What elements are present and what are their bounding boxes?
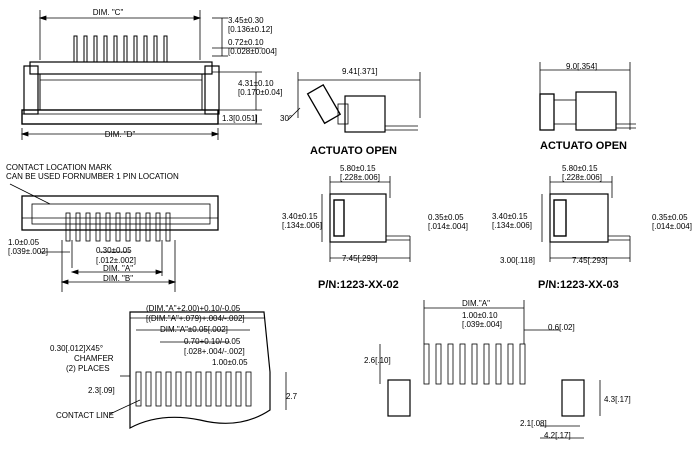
dim-13-label: 1.3[0.051]	[222, 114, 258, 123]
pn03-dim-340-inch: [.134±.006]	[492, 221, 532, 230]
dim-030-inch-label: [.012±.002]	[96, 256, 136, 265]
pn-03-side-view	[541, 176, 631, 262]
pn-02-side-view	[321, 176, 411, 262]
chamfer-note-3: (2) PLACES	[66, 364, 110, 373]
actuator-03-open-view	[539, 62, 636, 131]
dim-10-label: 1.0±0.05	[8, 238, 40, 247]
dim-072-inch-label: [0.028±0.004]	[228, 47, 277, 56]
dim-072-label: 0.72±0.10	[228, 38, 264, 47]
pcb-layout	[379, 300, 601, 439]
fpc-dim-3: DIM."A"±0.05[.002]	[160, 325, 228, 334]
dim-b-label: DIM. "B"	[102, 274, 134, 283]
contact-line-label: CONTACT LINE	[56, 411, 114, 420]
pn02-dim-035-inch: [.014±.004]	[428, 222, 468, 231]
pn02-dim-035: 0.35±0.05	[428, 213, 464, 222]
pcb-dim-42: 4.2[.17]	[544, 431, 571, 440]
pcb-dim-100: 1.00±0.10	[462, 311, 498, 320]
dim-10-inch-label: [.039±.002]	[8, 247, 48, 256]
pn02-dim-580: 5.80±0.15	[340, 164, 376, 173]
pcb-dim-43: 4.3[.17]	[604, 395, 631, 404]
dim-431-inch-label: [0.170±0.04]	[238, 88, 283, 97]
pn03-dim-580-inch: [.228±.006]	[562, 173, 602, 182]
actuator-03-caption: ACTUATO OPEN	[540, 140, 627, 152]
fpc-dim-6: 1.00±0.05	[212, 358, 248, 367]
dim-030-label: 0.30±0.05	[96, 246, 132, 255]
pn03-dim-300: 3.00[.118]	[500, 256, 535, 265]
pn02-dim-580-inch: [.228±.006]	[340, 173, 380, 182]
pcb-dim-06: 0.6[.02]	[548, 323, 575, 332]
pn02-dim-340-inch: [.134±.006]	[282, 221, 322, 230]
fpc-dim-5: [.028+.004/-.002]	[184, 347, 245, 356]
dim-941-label: 9.41[.371]	[342, 67, 378, 76]
pn03-dim-580: 5.80±0.15	[562, 164, 598, 173]
actuator-02-caption: ACTUATO OPEN	[310, 145, 397, 157]
fpc-footprint	[109, 311, 287, 429]
contact-mark-note-2: CAN BE USED FORNUMBER 1 PIN LOCATION	[6, 172, 179, 181]
pcb-dim-100-inch: [.039±.004]	[462, 320, 502, 329]
chamfer-note-2: CHAMFER	[74, 354, 114, 363]
dim-a-label: DIM. "A"	[102, 264, 134, 273]
pn-02-caption: P/N:1223-XX-02	[318, 279, 399, 291]
fpc-dim-23: 2.3[.09]	[88, 386, 115, 395]
pn03-dim-035-inch: [.014±.004]	[652, 222, 692, 231]
fpc-dim-1: (DIM."A"+2.00)+0.10/-0.05	[146, 304, 241, 313]
pn02-dim-340: 3.40±0.15	[282, 212, 318, 221]
chamfer-note-1: 0.30[.012]X45°	[50, 344, 104, 353]
pcb-dim-21: 2.1[.08]	[520, 419, 547, 428]
pcb-dim-a: DIM."A"	[462, 299, 490, 308]
pn-03-caption: P/N:1223-XX-03	[538, 279, 619, 291]
dim-345-label: 3.45±0.30	[228, 16, 264, 25]
dim-431-label: 4.31±0.10	[238, 79, 274, 88]
fpc-dim-27: 2.7	[286, 392, 298, 401]
pn03-dim-340: 3.40±0.15	[492, 212, 528, 221]
angle-30-label: 30°	[280, 114, 293, 123]
pn02-dim-745: 7.45[.293]	[342, 254, 378, 263]
contact-mark-note-1: CONTACT LOCATION MARK	[6, 163, 112, 172]
pn03-dim-745: 7.45[.293]	[572, 256, 608, 265]
fpc-dim-2: [(DIM."A"+.079)+.004/-.002]	[146, 314, 245, 323]
dim-c-label: DIM. "C"	[92, 8, 124, 17]
dim-90-label: 9.0[.354]	[566, 62, 598, 71]
dim-d-label: DIM. "D"	[104, 130, 136, 139]
pn03-dim-035: 0.35±0.05	[652, 213, 688, 222]
fpc-dim-4: 0.70+0.10/-0.05	[184, 337, 241, 346]
top-view-connector	[9, 183, 219, 292]
actuator-02-open-view	[287, 72, 421, 133]
dim-345-inch-label: [0.136±0.12]	[228, 25, 273, 34]
pcb-dim-26: 2.6[.10]	[364, 356, 391, 365]
front-view-connector	[20, 10, 262, 140]
